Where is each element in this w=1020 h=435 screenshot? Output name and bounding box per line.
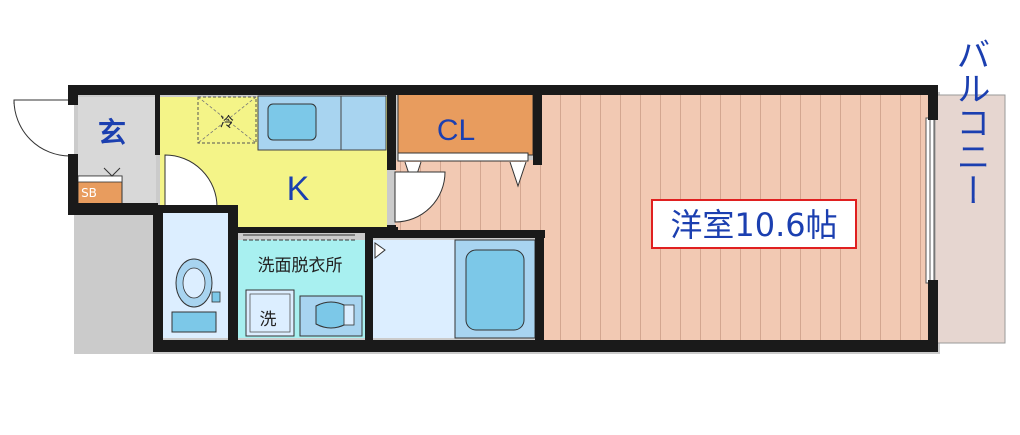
kitchen-label: K — [287, 170, 310, 208]
washroom-label: 洗面脱衣所 — [258, 256, 343, 276]
shoe-box-label: SB — [81, 186, 97, 200]
room-door-swing — [394, 171, 446, 223]
washer-space — [245, 289, 295, 337]
washer-label: 洗 — [260, 310, 277, 330]
walls — [68, 85, 938, 352]
sink-icon — [267, 103, 317, 141]
western-room-label-box — [651, 199, 857, 249]
fridge-label: 冷 — [220, 115, 234, 131]
fridge-space — [197, 96, 257, 144]
balcony-label: バルコニー — [950, 37, 990, 207]
balcony — [934, 94, 1006, 344]
entrance-label: 玄 — [98, 116, 126, 149]
closet-label: CL — [437, 114, 475, 147]
western-room-label: 洋室10.6帖 — [670, 206, 837, 244]
